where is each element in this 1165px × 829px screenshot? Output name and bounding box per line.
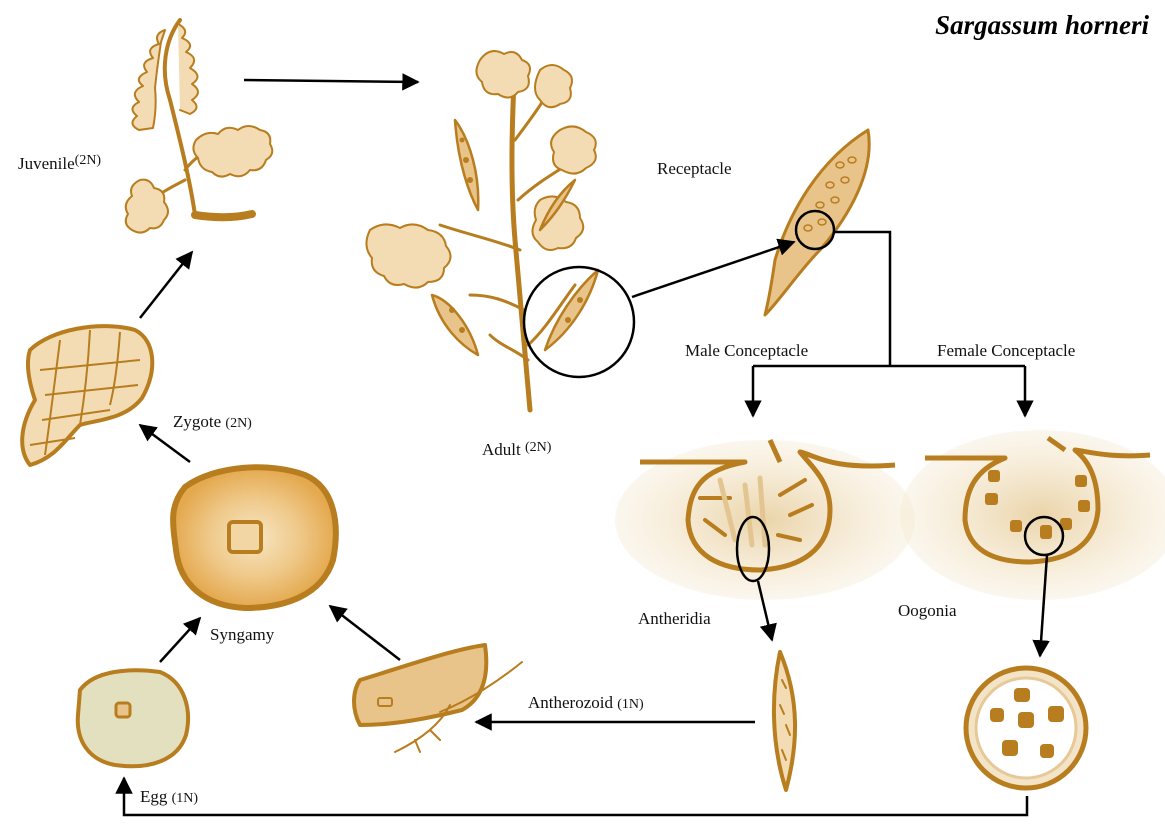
label-syngamy: Syngamy	[210, 626, 274, 643]
zygote-name: Zygote	[173, 412, 221, 431]
female-conceptacle-illustration	[900, 430, 1165, 600]
arrow-juvenile-to-adult	[244, 80, 418, 82]
zygote-ploidy: (2N)	[225, 416, 251, 431]
receptacle-illustration	[765, 130, 869, 315]
egg-name: Egg	[140, 787, 167, 806]
label-receptacle: Receptacle	[657, 160, 732, 177]
label-male-conceptacle: Male Conceptacle	[685, 342, 808, 359]
arrow-antherozoid-to-syngamy	[330, 606, 400, 660]
syngamy-illustration	[173, 467, 336, 608]
label-antherozoid: Antherozoid (1N)	[528, 694, 644, 712]
juvenile-name: Juvenile	[18, 154, 75, 173]
juvenile-ploidy: (2N)	[75, 153, 101, 168]
arrow-zygote-to-juvenile	[140, 252, 192, 318]
label-female-conceptacle: Female Conceptacle	[937, 342, 1075, 359]
adult-name: Adult	[482, 440, 521, 459]
diagram-title: Sargassum horneri	[935, 10, 1149, 41]
antherozoid-ploidy: (1N)	[617, 697, 643, 712]
egg-illustration	[78, 670, 188, 766]
adult-zoom-circle	[524, 267, 634, 377]
label-adult: Adult (2N)	[482, 441, 551, 459]
line-receptacle-split	[834, 232, 890, 366]
adult-ploidy: (2N)	[525, 440, 551, 455]
antheridium-illustration	[774, 652, 795, 790]
egg-ploidy: (1N)	[172, 791, 198, 806]
label-egg: Egg (1N)	[140, 788, 198, 806]
label-zygote: Zygote (2N)	[173, 413, 252, 431]
adult-illustration	[366, 51, 598, 410]
arrow-oogonium-to-egg	[124, 778, 1027, 815]
label-oogonia: Oogonia	[898, 602, 957, 619]
zygote-illustration	[22, 326, 152, 465]
juvenile-illustration	[126, 20, 273, 233]
label-juvenile: Juvenile(2N)	[18, 155, 101, 173]
arrow-egg-to-syngamy	[160, 618, 200, 662]
label-antheridia: Antheridia	[638, 610, 711, 627]
antherozoid-illustration	[354, 645, 522, 752]
male-conceptacle-illustration	[615, 440, 915, 600]
antherozoid-name: Antherozoid	[528, 693, 613, 712]
oogonium-illustration	[966, 668, 1086, 788]
